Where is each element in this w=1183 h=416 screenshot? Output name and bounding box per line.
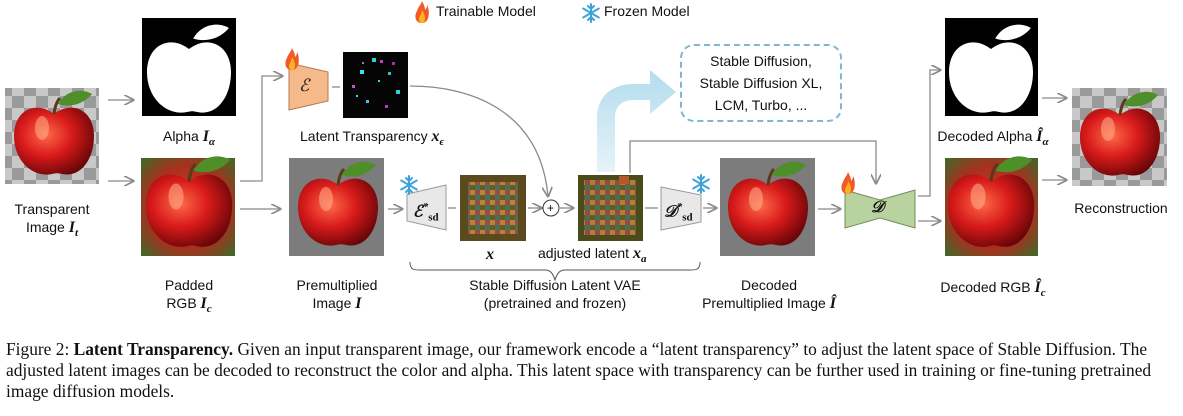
premultiplied-label: Premultiplied Image I — [296, 277, 378, 312]
encoder-transparency-symbol: ℰ — [299, 76, 310, 95]
sd-decoder-symbol: 𝒟*sd — [664, 201, 693, 224]
snowflake-icon — [400, 175, 418, 195]
decoded-premultiplied-label: Decoded Premultiplied Image Î — [702, 277, 836, 312]
model-line-3: LCM, Turbo, ... — [714, 97, 808, 113]
alpha-label: Alpha Iα — [162, 128, 216, 148]
transparency-decoder — [844, 189, 916, 229]
snowflake-icon — [582, 3, 600, 23]
vae-label: Stable Diffusion Latent VAE (pretrained … — [469, 277, 641, 311]
decoded-rgb-image — [945, 154, 1038, 256]
legend-trainable: Trainable Model — [436, 3, 536, 19]
legend-frozen: Frozen Model — [604, 3, 690, 19]
alpha-mask-image — [142, 18, 236, 116]
latent-x-label: x — [486, 246, 494, 263]
snowflake-icon — [692, 174, 710, 194]
figure-caption: Figure 2: Latent Transparency. Given an … — [6, 339, 1178, 402]
adjusted-latent-image — [578, 175, 643, 241]
flame-icon — [285, 48, 299, 70]
caption-body: Given an input transparent image, our fr… — [6, 339, 1152, 401]
latent-noise-image — [343, 52, 408, 118]
padded-rgb-image — [141, 154, 235, 256]
padded-rgb-label: Padded RGB Ic — [164, 277, 214, 315]
sd-encoder-symbol: ℰ*sd — [413, 201, 439, 224]
decoded-alpha-label: Decoded Alpha Îα — [937, 128, 1049, 148]
plus-symbol: + — [547, 201, 555, 215]
adjusted-latent-label: adjusted latent xa — [538, 245, 647, 265]
reconstruction-image — [1072, 88, 1167, 186]
vae-brace — [409, 261, 701, 282]
add-node — [542, 199, 560, 217]
decoded-premultiplied-image — [720, 158, 815, 256]
big-upward-arrow — [597, 70, 676, 172]
reconstruction-label: Reconstruction — [1074, 200, 1168, 216]
model-line-2: Stable Diffusion XL, — [699, 75, 823, 91]
transparency-decoder-symbol: 𝒟 — [871, 199, 884, 216]
caption-prefix: Figure 2: — [6, 339, 70, 359]
sd-encoder — [406, 184, 447, 231]
transparency-encoder — [288, 62, 329, 111]
sd-decoder — [660, 186, 702, 231]
latent-x-image — [460, 175, 526, 241]
decoded-alpha-image — [945, 18, 1038, 116]
latent-transparency-label: Latent Transparency xϵ — [300, 128, 445, 148]
transparent-image-label: Transparent Image It — [14, 201, 90, 239]
decoded-rgb-label: Decoded RGB Îc — [940, 279, 1046, 299]
transparent-image — [5, 88, 99, 184]
model-line-1: Stable Diffusion, — [710, 53, 812, 69]
flame-icon — [415, 1, 429, 23]
premultiplied-image — [289, 158, 384, 256]
diffusion-models-box: Stable Diffusion, Stable Diffusion XL, L… — [680, 44, 842, 122]
flame-icon — [841, 172, 855, 194]
caption-title: Latent Transparency. — [73, 339, 234, 359]
